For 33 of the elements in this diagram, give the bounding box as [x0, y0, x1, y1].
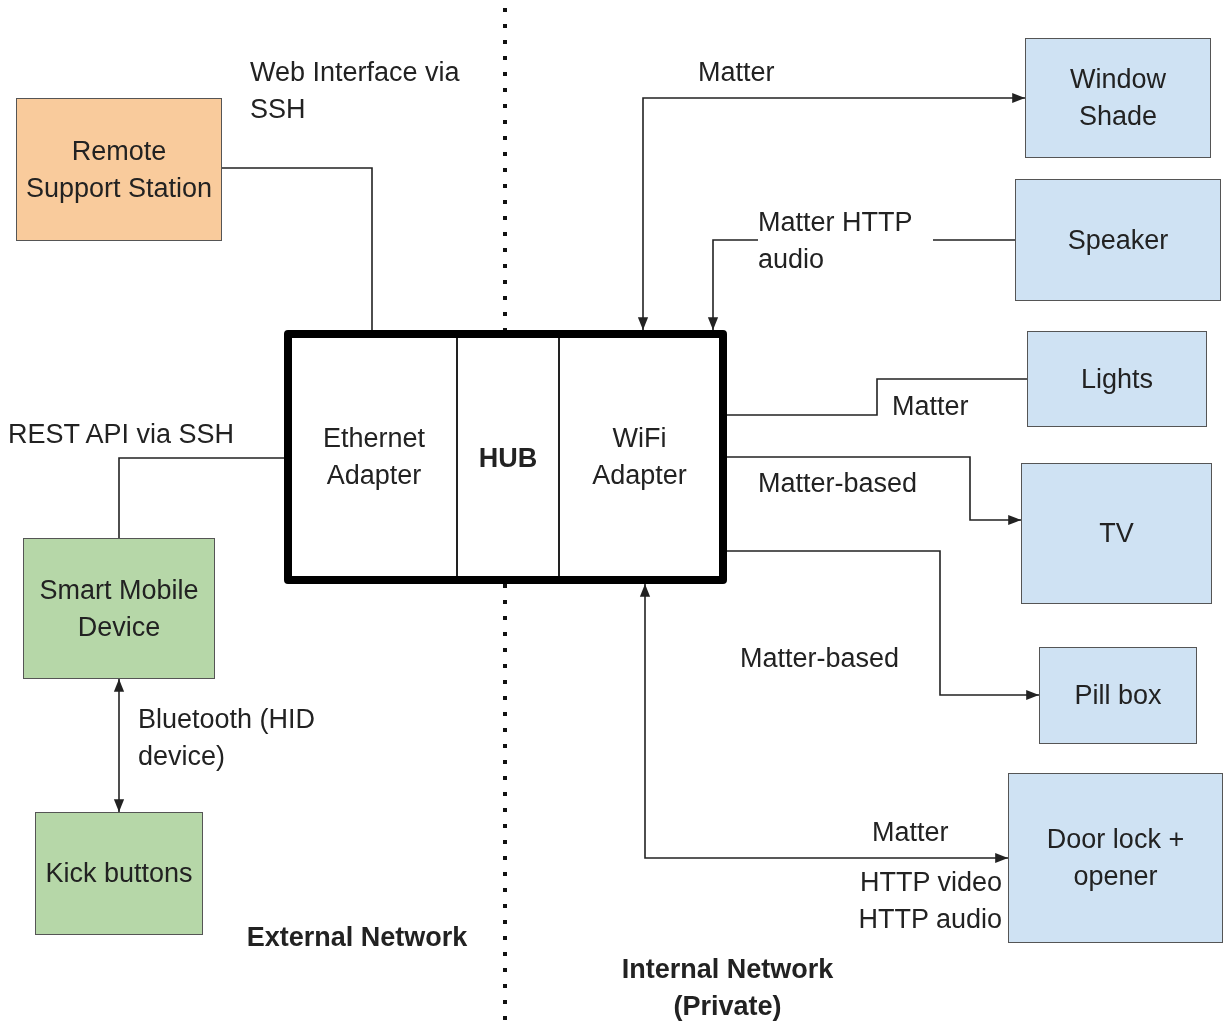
hub-title: HUB: [478, 441, 538, 475]
node-label: Door lock + opener: [1045, 823, 1186, 893]
device-box: [16, 98, 222, 241]
network-label: External Network: [245, 921, 469, 954]
node-label: Smart Mobile Device: [38, 573, 200, 644]
arrow: [726, 550, 1040, 701]
node-label: WiFi Adapter: [591, 422, 688, 492]
node-label: TV: [1098, 517, 1135, 550]
node-label: Remote Support Station: [24, 134, 214, 205]
arrow: [639, 583, 1009, 864]
node-label: Kick buttons: [44, 857, 194, 890]
note-text: HTTP video HTTP audio: [857, 866, 1002, 936]
arrow: [726, 456, 1022, 526]
connector-line: [118, 457, 285, 539]
arrow: [113, 678, 125, 813]
node-label: Window Shade: [1069, 63, 1167, 133]
device-box: [1039, 647, 1197, 744]
hub-box: [284, 330, 727, 584]
node-label: Pill box: [1073, 679, 1163, 712]
node-label: Lights: [1079, 362, 1155, 396]
connector-line: [726, 378, 1028, 416]
device-box: [1025, 38, 1211, 158]
device-box: [1027, 331, 1207, 427]
node-label: Ethernet Adapter: [321, 422, 427, 492]
device-box: [1008, 773, 1223, 943]
device-box: [1015, 179, 1221, 301]
arrow: [637, 92, 1026, 331]
node-label: Speaker: [1066, 223, 1170, 257]
device-box: [23, 538, 215, 679]
network-label: Internal Network (Private): [620, 953, 835, 1023]
connector-line: [221, 167, 373, 331]
device-box: [1021, 463, 1212, 604]
device-box: [35, 812, 203, 935]
